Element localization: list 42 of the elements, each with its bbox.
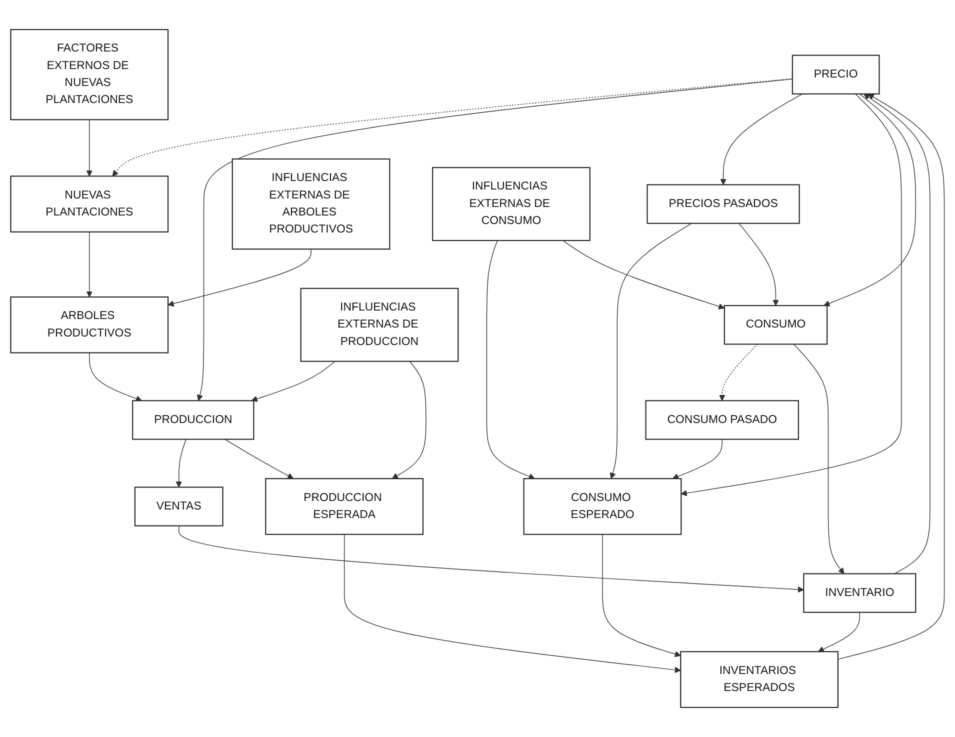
arrow [738,222,779,306]
arrow [178,525,804,593]
arrow [864,94,930,574]
node-box: INFLUENCIAS EXTERNAS DE ARBOLES PRODUCTIVOS [232,158,390,250]
arrow [680,94,902,496]
arrow [251,361,336,402]
arrow [610,222,692,479]
node-box: PRECIO [792,54,880,94]
arrow [838,94,945,660]
node-box: PRODUCCION ESPERADA [265,478,424,535]
arrow [86,119,93,176]
arrow [720,94,803,186]
node-box: CONSUMO PASADO [645,400,799,440]
node-box: INFLUENCIAS EXTERNAS DE CONSUMO [432,167,590,242]
node-box: ARBOLES PRODUCTIVOS [10,296,169,354]
arrow [86,232,93,298]
node-box: VENTAS [134,486,224,526]
arrow [176,438,186,488]
node-box: FACTORES EXTERNOS DE NUEVAS PLANTACIONES [10,29,169,120]
arrow [562,240,725,310]
node-box: PRECIOS PASADOS [646,184,800,224]
arrow [392,361,426,479]
arrow [89,352,142,402]
arrow [112,78,793,176]
node-box: INVENTARIO [803,573,916,613]
arrow [196,78,793,401]
node-box: INFLUENCIAS EXTERNAS DE PRODUCCION [300,288,459,362]
arrow [793,344,844,574]
node-box: NUEVAS PLANTACIONES [10,176,169,232]
arrow [344,534,681,673]
node-box: INVENTARIOS ESPERADOS [680,651,838,708]
arrow [602,534,681,658]
arrow [824,94,916,306]
node-box: CONSUMO ESPERADO [523,478,682,535]
arrow [486,240,535,480]
arrow [672,438,722,480]
arrow [818,612,860,652]
node-box: CONSUMO [724,305,828,345]
node-box: PRODUCCION [132,400,254,440]
arrow [718,344,758,401]
arrow [224,438,294,479]
arrow [168,248,312,307]
